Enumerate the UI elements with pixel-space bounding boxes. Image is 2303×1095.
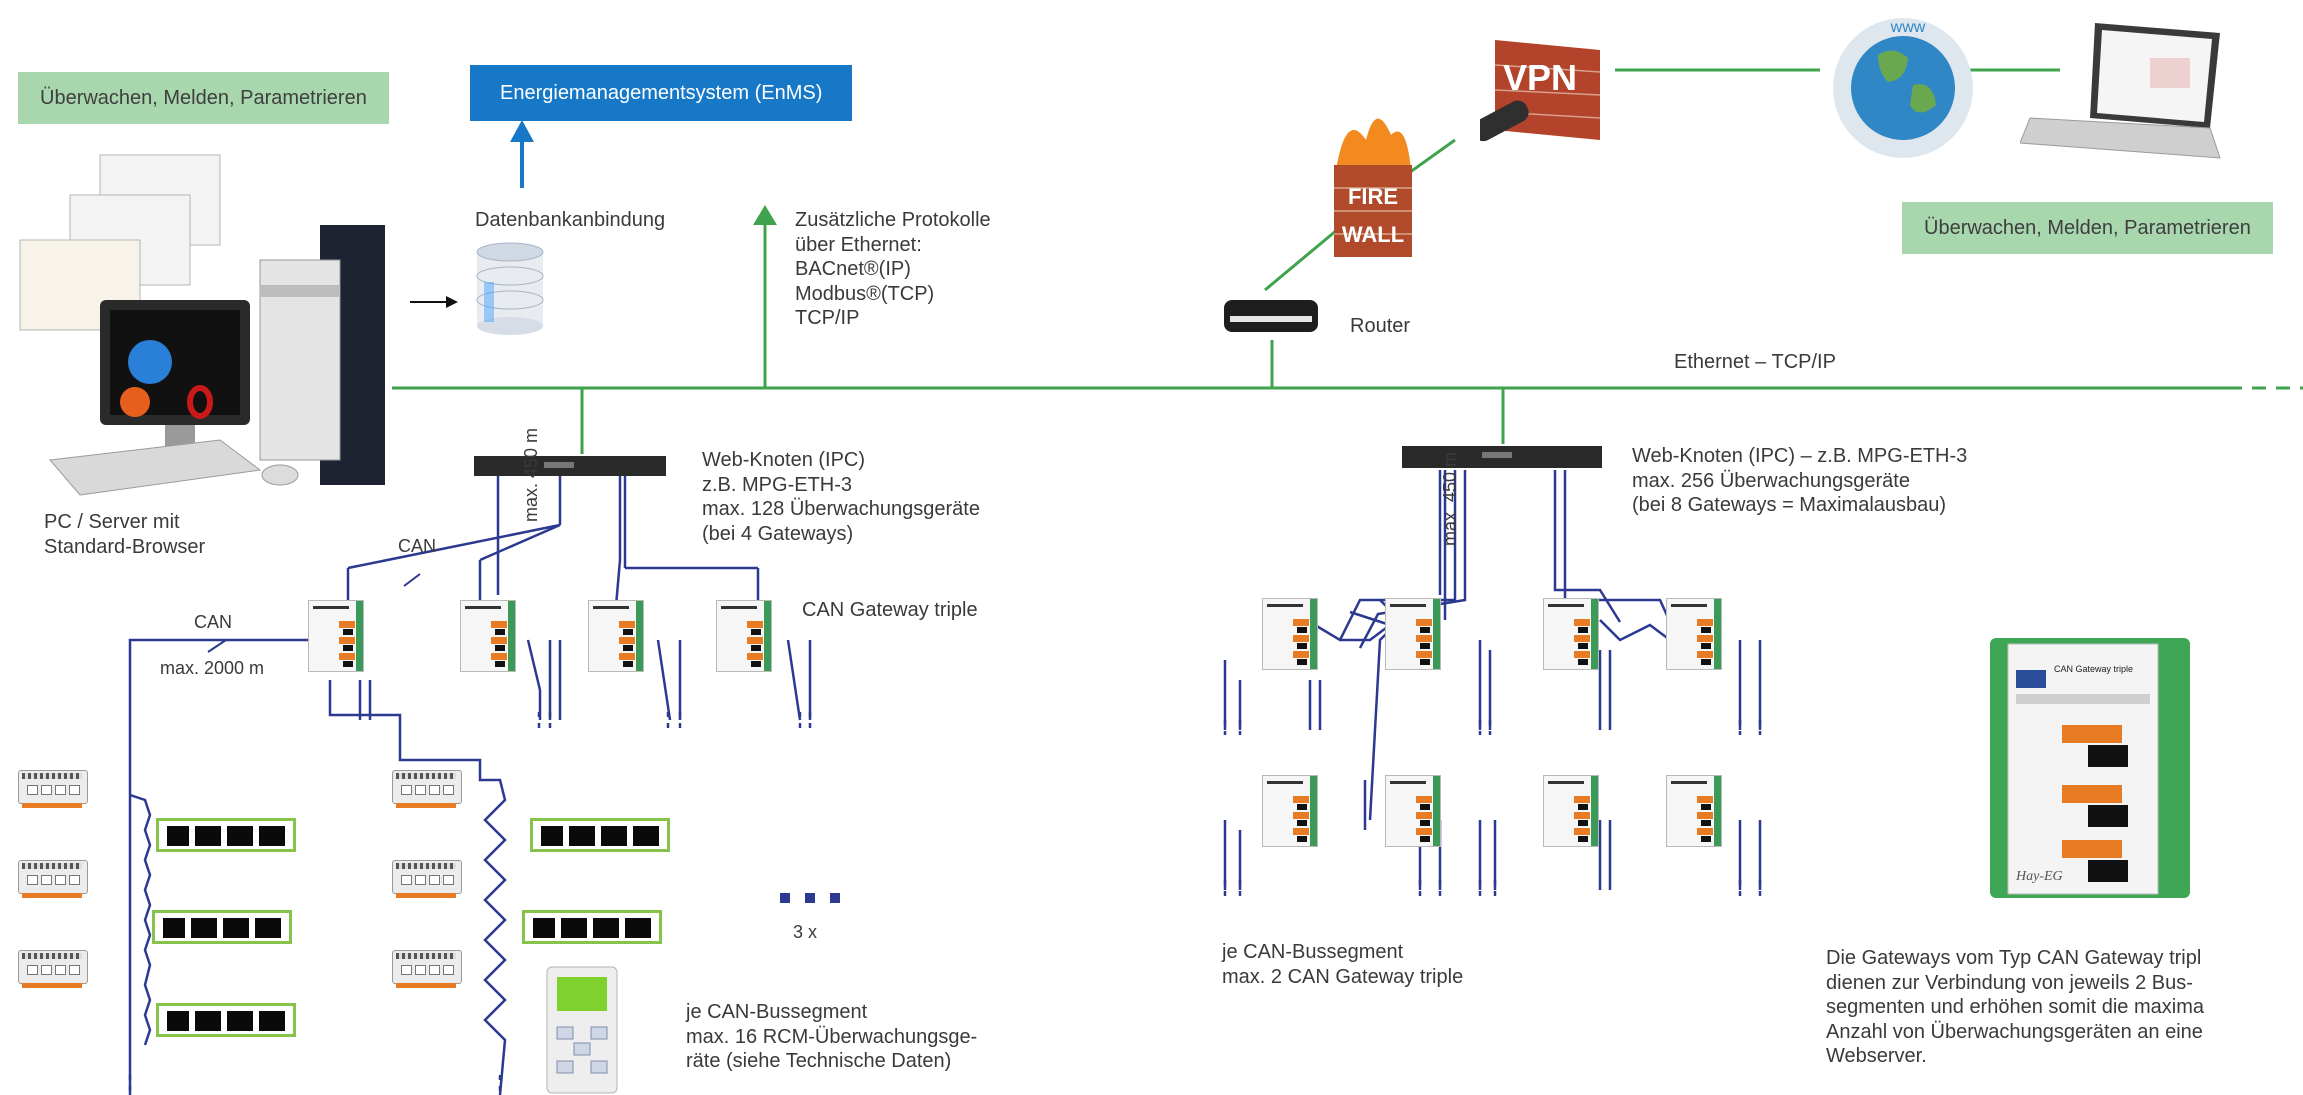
web-node-left-icon <box>474 454 666 478</box>
vpn-label: VPN <box>1503 57 1577 98</box>
gateway-icon <box>1666 598 1722 670</box>
gateway-icon <box>1262 598 1318 670</box>
laptop-icon <box>2020 18 2230 163</box>
pc-server-icon <box>10 140 405 500</box>
gateway-note-label: Die Gateways vom Typ CAN Gateway tripl d… <box>1826 946 2204 1069</box>
repeat-label: 3 x <box>793 920 817 945</box>
monitor-box-left: Überwachen, Melden, Parametrieren <box>18 72 389 124</box>
gateway-icon <box>1543 598 1599 670</box>
database-label: Datenbankanbindung <box>475 208 665 233</box>
firewall-wall-label: WALL <box>1342 222 1404 247</box>
gateway-icon <box>588 600 644 672</box>
gateway-icon <box>1666 775 1722 847</box>
segment-left-label: je CAN-Bussegment max. 16 RCM-Überwachun… <box>686 1000 977 1074</box>
enms-arrow <box>510 120 534 142</box>
gateway-photo-title: CAN Gateway triple <box>2054 664 2133 674</box>
rcmq-device-icon <box>156 1003 296 1037</box>
display-unit-icon <box>545 965 619 1095</box>
can-label-main: CAN <box>194 610 232 635</box>
rcm-device-icon <box>392 770 462 804</box>
gateway-icon <box>1385 775 1441 847</box>
protocol-arrow <box>753 205 777 225</box>
rcmq-device-icon <box>530 818 670 852</box>
firewall-icon: FIRE WALL <box>1326 100 1418 260</box>
can-gateway-triple-label: CAN Gateway triple <box>802 598 978 623</box>
max-450-right-label: max. 450 m <box>1438 452 1463 546</box>
rcm-device-icon <box>392 950 462 984</box>
gateway-icon <box>308 600 364 672</box>
ethernet-label: Ethernet – TCP/IP <box>1674 350 1836 375</box>
firewall-fire-label: FIRE <box>1348 184 1398 209</box>
rcmq-device-icon <box>522 910 662 944</box>
vpn-icon: VPN <box>1480 30 1620 150</box>
can-label-small: CAN <box>398 534 436 559</box>
web-node-left-label: Web-Knoten (IPC) z.B. MPG-ETH-3 max. 128… <box>702 448 980 546</box>
gateway-icon <box>1262 775 1318 847</box>
gateway-icon <box>716 600 772 672</box>
monitor-box-right: Überwachen, Melden, Parametrieren <box>1902 202 2273 254</box>
gateway-icon <box>460 600 516 672</box>
globe-icon: www <box>1818 10 1988 160</box>
gateway-icon <box>1543 775 1599 847</box>
rcmq-device-icon <box>156 818 296 852</box>
segment-right-label: je CAN-Bussegment max. 2 CAN Gateway tri… <box>1222 940 1463 989</box>
database-icon <box>474 242 546 336</box>
router-label: Router <box>1350 314 1410 339</box>
gateway-icon <box>1385 598 1441 670</box>
web-node-right-icon <box>1402 444 1602 470</box>
www-label: www <box>1890 19 1926 36</box>
web-node-right-label: Web-Knoten (IPC) – z.B. MPG-ETH-3 max. 2… <box>1632 444 1967 518</box>
enms-box: Energiemanagementsystem (EnMS) <box>470 65 852 121</box>
rcm-device-icon <box>18 860 88 894</box>
rcm-device-icon <box>18 950 88 984</box>
max-2000-label: max. 2000 m <box>160 656 264 681</box>
rcmq-device-icon <box>152 910 292 944</box>
router-icon <box>1220 290 1322 340</box>
pc-server-label: PC / Server mit Standard-Browser <box>44 510 205 559</box>
rcm-device-icon <box>392 860 462 894</box>
gateway-photo-brand: Hay-EG <box>2015 869 2063 884</box>
max-450-left-label: max. 450 m <box>519 428 544 522</box>
gateway-photo-icon: CAN Gateway triple Hay-EG <box>1990 630 2190 905</box>
rcm-device-icon <box>18 770 88 804</box>
protocols-label: Zusätzliche Protokolle über Ethernet: BA… <box>795 208 991 331</box>
